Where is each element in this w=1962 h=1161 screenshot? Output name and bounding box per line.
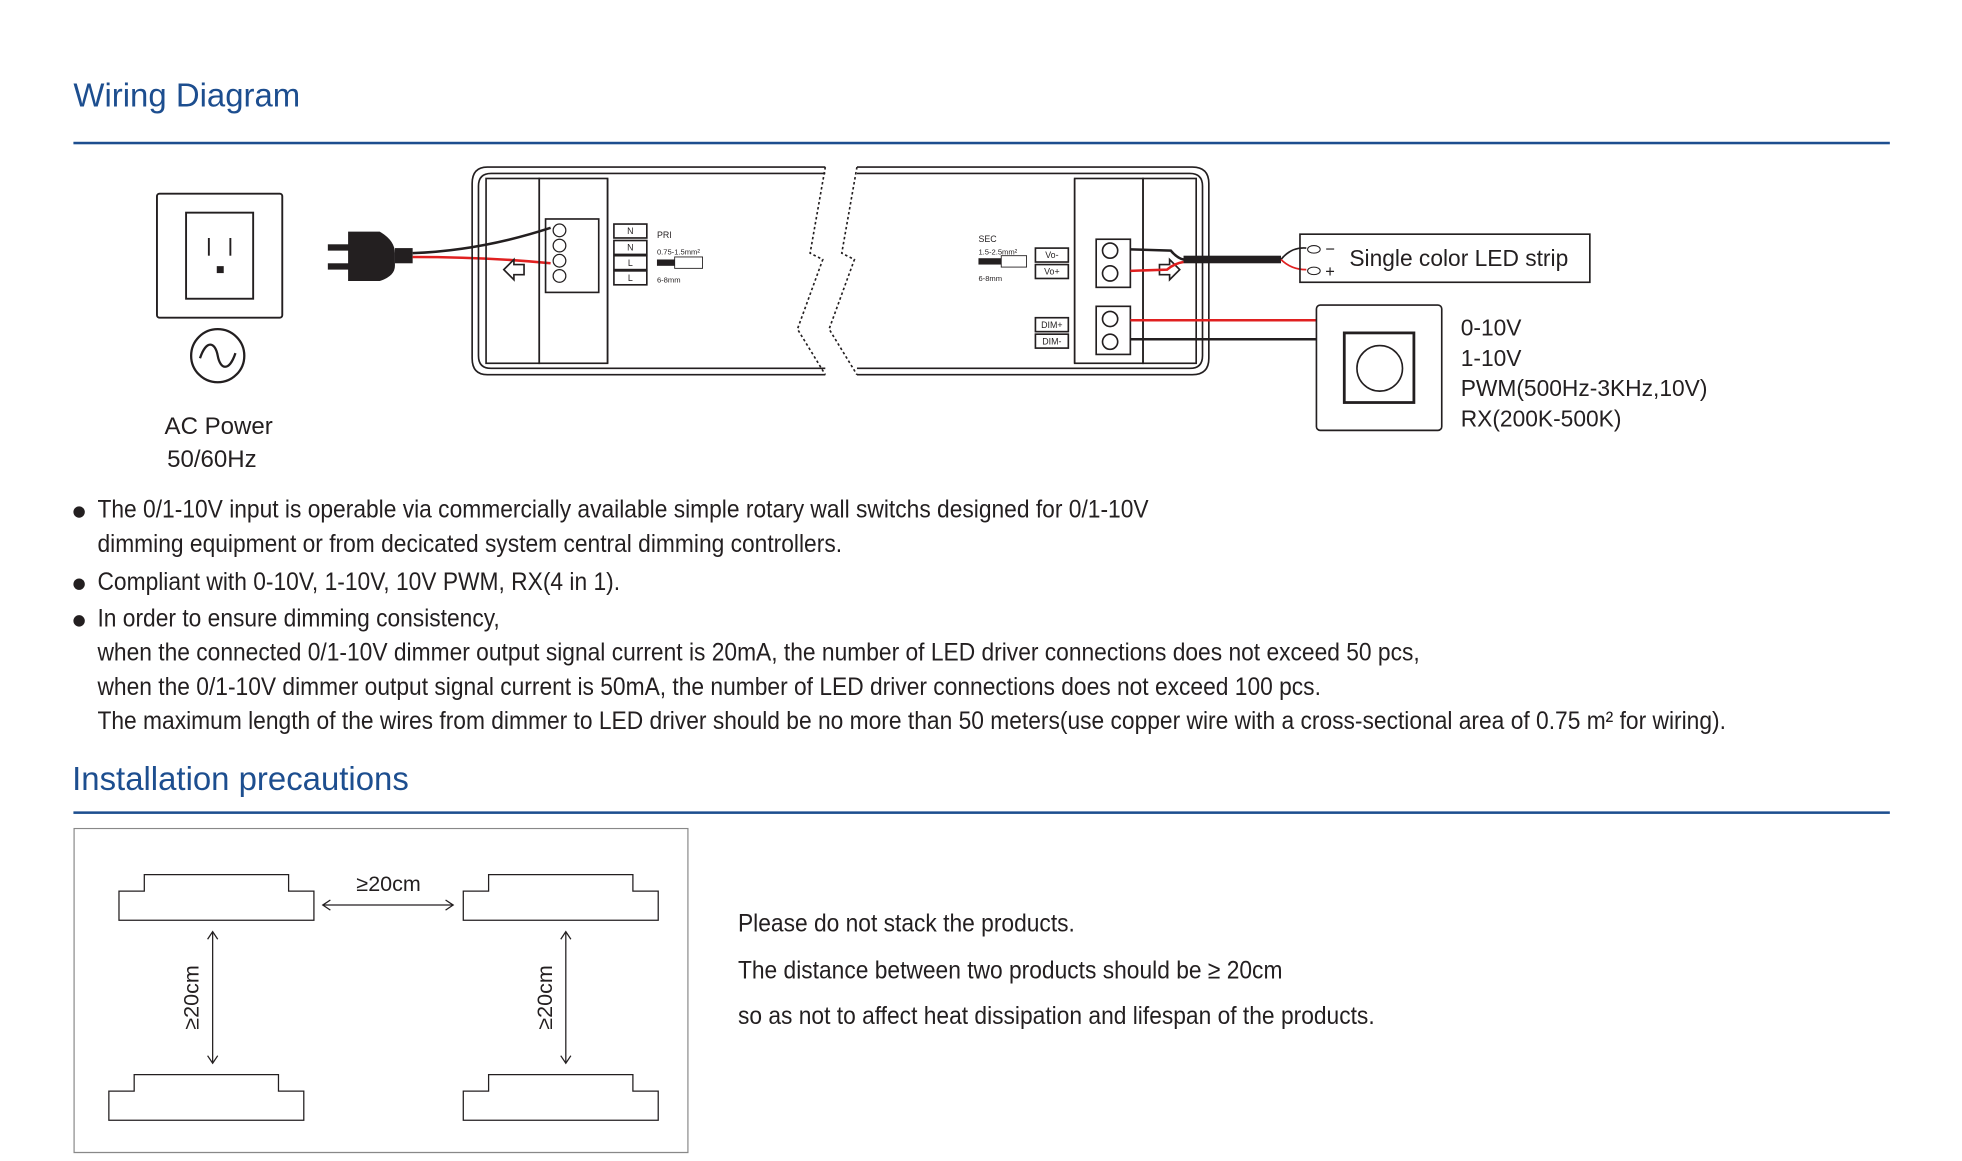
pri-terminal-l2: L xyxy=(628,273,633,283)
led-strip-box xyxy=(1299,233,1591,284)
horizontal-spacing-label: ≥20cm xyxy=(356,872,420,896)
note-3-line-2: when the connected 0/1-10V dimmer output… xyxy=(97,639,1420,668)
pri-strip-length: 6-8mm xyxy=(657,275,681,284)
note-3-line-4: The maximum length of the wires from dim… xyxy=(97,707,1726,736)
note-3-line-3: when the 0/1-10V dimmer output signal cu… xyxy=(97,673,1321,702)
sec-strip-length: 6-8mm xyxy=(978,274,1002,283)
pri-wire-gauge: 0.75-1.5mm² xyxy=(657,247,700,256)
sec-terminal-dim-minus: DIM- xyxy=(1042,336,1061,346)
wiring-diagram: N N L L PRI 0.75-1.5mm² 6-8mm Vo- Vo+ DI… xyxy=(156,166,1708,432)
led-strip-label: Single color LED strip xyxy=(1349,245,1568,271)
installation-title: Installation precautions xyxy=(72,759,409,798)
title-divider xyxy=(73,141,1890,145)
dimmer-knob-icon xyxy=(1315,304,1443,432)
note-3-line-1: In order to ensure dimming consistency, xyxy=(97,605,500,633)
installation-divider xyxy=(73,811,1890,814)
pri-terminal-n1: N xyxy=(627,226,633,236)
installation-text-3: so as not to affect heat dissipation and… xyxy=(737,1002,1375,1031)
ac-frequency-label: 50/60Hz xyxy=(167,446,257,474)
bullet-icon xyxy=(73,615,85,627)
pri-terminal-n2: N xyxy=(627,243,633,253)
vertical-spacing-label-left: ≥20cm xyxy=(180,965,204,1029)
ac-sine-icon xyxy=(189,327,246,384)
bullet-icon xyxy=(73,578,85,590)
note-1-line-2: dimming equipment or from decicated syst… xyxy=(97,530,843,559)
dimmer-mode-0-10v: 0-10V xyxy=(1461,314,1523,340)
installation-text-1: Please do not stack the products. xyxy=(737,910,1075,938)
power-plug-icon xyxy=(327,231,413,282)
pri-terminal-l1: L xyxy=(628,258,633,268)
sec-terminal-vo-plus: Vo+ xyxy=(1044,267,1060,277)
installation-spacing-diagram: ≥20cm ≥20cm ≥20cm xyxy=(73,827,689,1154)
wall-socket-icon xyxy=(156,192,284,319)
sec-terminal-vo-minus: Vo- xyxy=(1045,250,1058,260)
bullet-icon xyxy=(73,506,85,518)
sec-terminal-dim-plus: DIM+ xyxy=(1041,320,1062,330)
dimmer-mode-rx: RX(200K-500K) xyxy=(1461,406,1622,432)
led-strip-minus: − xyxy=(1325,240,1335,258)
sec-label: SEC xyxy=(978,234,997,244)
led-driver-body xyxy=(471,166,1210,376)
sec-wire-gauge: 1.5-2.5mm² xyxy=(978,247,1017,256)
vertical-spacing-label-right: ≥20cm xyxy=(533,965,557,1029)
dimmer-mode-1-10v: 1-10V xyxy=(1461,345,1523,371)
pri-label: PRI xyxy=(657,230,672,240)
terminal-screws xyxy=(552,223,567,283)
note-1-line-1: The 0/1-10V input is operable via commer… xyxy=(97,496,1149,525)
note-2-line-1: Compliant with 0-10V, 1-10V, 10V PWM, RX… xyxy=(97,568,621,597)
ac-power-label: AC Power xyxy=(164,413,273,441)
dimmer-mode-pwm: PWM(500Hz-3KHz,10V) xyxy=(1461,375,1708,401)
installation-text-2: The distance between two products should… xyxy=(737,956,1283,985)
wiring-diagram-title: Wiring Diagram xyxy=(73,75,301,114)
led-strip-plus: + xyxy=(1325,263,1335,281)
